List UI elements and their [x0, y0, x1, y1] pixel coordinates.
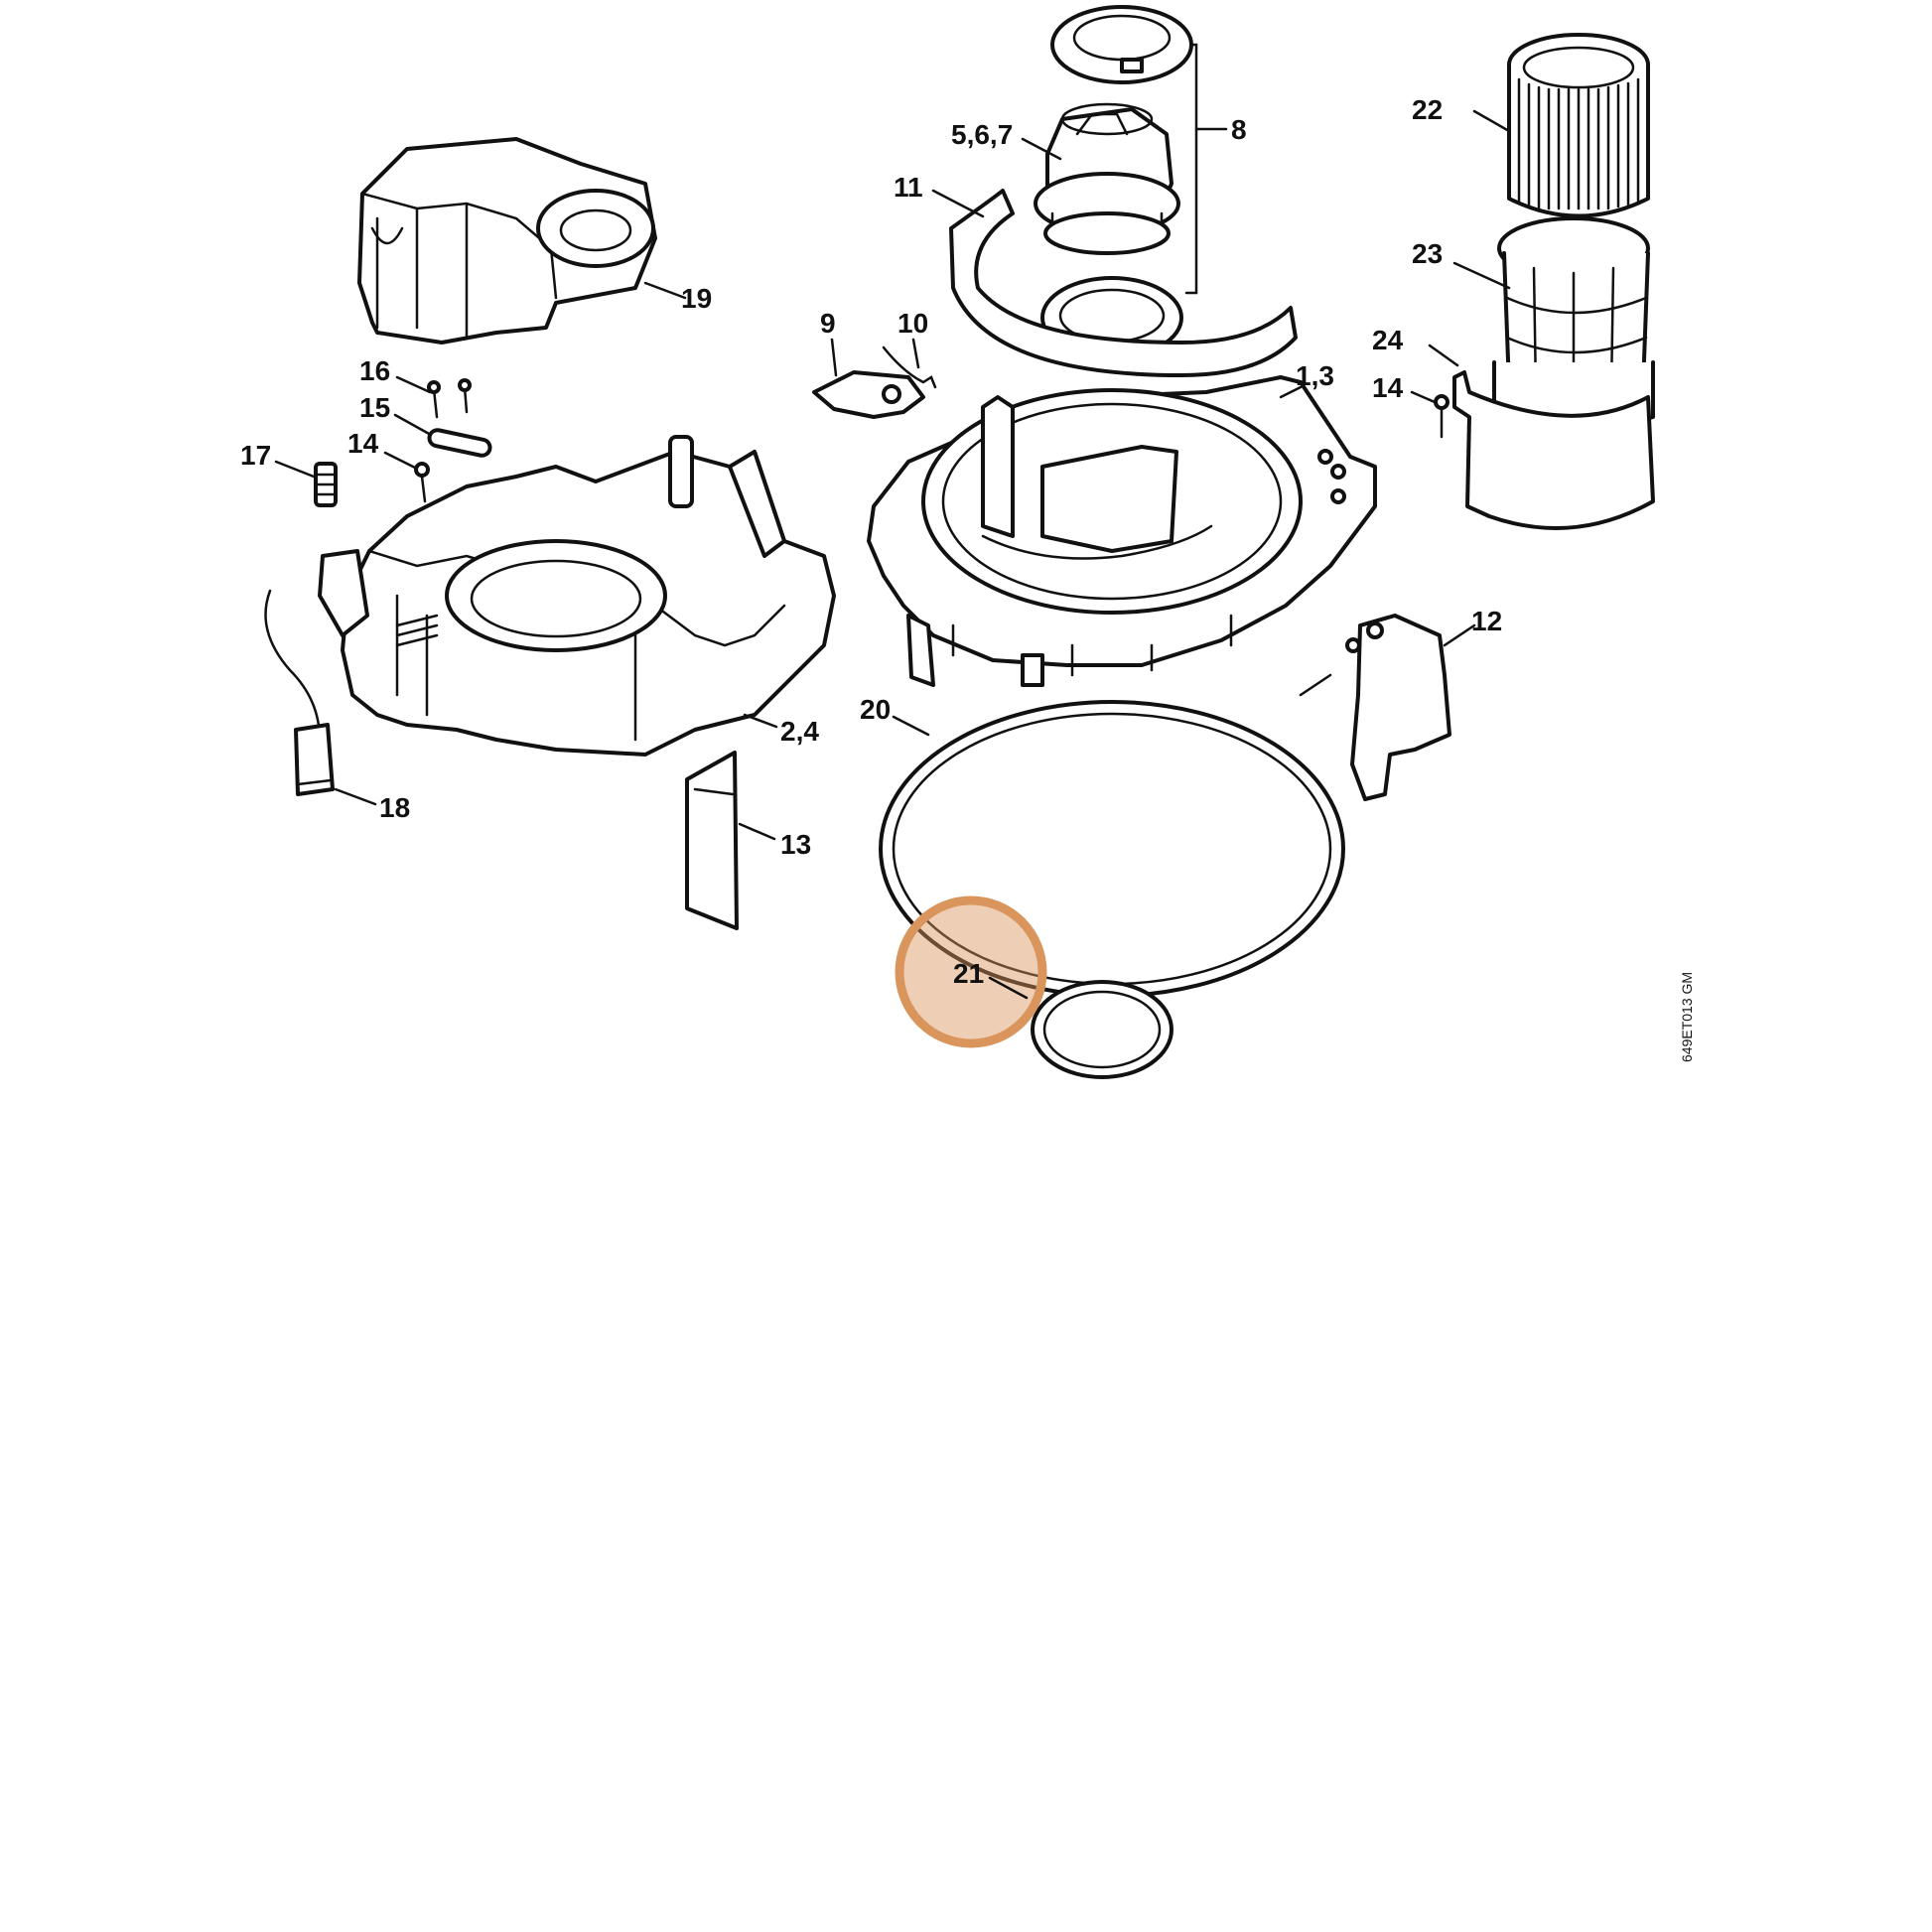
callout-15: 15 — [359, 392, 390, 423]
callout-24: 24 — [1372, 325, 1404, 355]
part-17-plug[interactable] — [314, 462, 338, 507]
callout-16: 16 — [359, 355, 390, 386]
part-11-band[interactable] — [949, 189, 1298, 377]
callout-20: 20 — [860, 694, 891, 725]
callout-5-6-7: 5,6,7 — [951, 119, 1013, 150]
part-1-3-lid-housing[interactable] — [867, 375, 1377, 687]
callout-14-left: 14 — [347, 428, 379, 459]
part-23-filter-basket[interactable] — [1492, 216, 1655, 432]
part-14-left-screw[interactable] — [414, 462, 430, 503]
part-13-filter-flap[interactable] — [685, 751, 739, 930]
callout-labels: 8 22 5,6,7 11 23 19 9 10 24 1,3 16 14 15… — [240, 94, 1502, 989]
part-10-spring[interactable] — [882, 345, 937, 389]
highlight-ring — [895, 896, 1047, 1048]
callout-13: 13 — [780, 829, 811, 860]
part-16-screws[interactable] — [427, 378, 472, 419]
part-19-upper-housing[interactable] — [357, 137, 657, 345]
part-12-latch[interactable] — [1299, 614, 1451, 801]
callout-12: 12 — [1471, 606, 1502, 636]
bracket-8 — [1184, 43, 1228, 295]
part-21-seal[interactable] — [1031, 980, 1173, 1079]
callout-8: 8 — [1231, 114, 1247, 145]
callout-23: 23 — [1412, 238, 1443, 269]
callout-9: 9 — [820, 308, 836, 339]
part-24-deflector[interactable] — [1452, 370, 1655, 530]
callout-22: 22 — [1412, 94, 1443, 125]
callout-1-3: 1,3 — [1296, 360, 1334, 391]
callout-14-right: 14 — [1372, 372, 1404, 403]
callout-11: 11 — [894, 172, 923, 203]
part-22-cartridge-filter[interactable] — [1507, 33, 1650, 218]
part-2-4-base-housing[interactable] — [318, 435, 836, 757]
callout-21: 21 — [953, 958, 984, 989]
part-wire — [264, 589, 322, 742]
part-18-switch-cover[interactable] — [294, 723, 335, 796]
part-8-top-ring[interactable] — [1050, 5, 1193, 84]
callout-19: 19 — [681, 283, 712, 314]
leader-lines — [274, 109, 1511, 1000]
part-9-bracket[interactable] — [812, 370, 925, 419]
callout-17: 17 — [240, 440, 271, 471]
part-15-clip[interactable] — [427, 428, 492, 458]
reference-code: 649ET013 GM — [1679, 972, 1695, 1062]
callout-10: 10 — [897, 308, 928, 339]
callout-2-4: 2,4 — [780, 716, 819, 747]
part-5-6-7-motor[interactable] — [1034, 102, 1180, 255]
part-14-right-screw[interactable] — [1434, 394, 1449, 439]
callout-18: 18 — [379, 792, 410, 823]
